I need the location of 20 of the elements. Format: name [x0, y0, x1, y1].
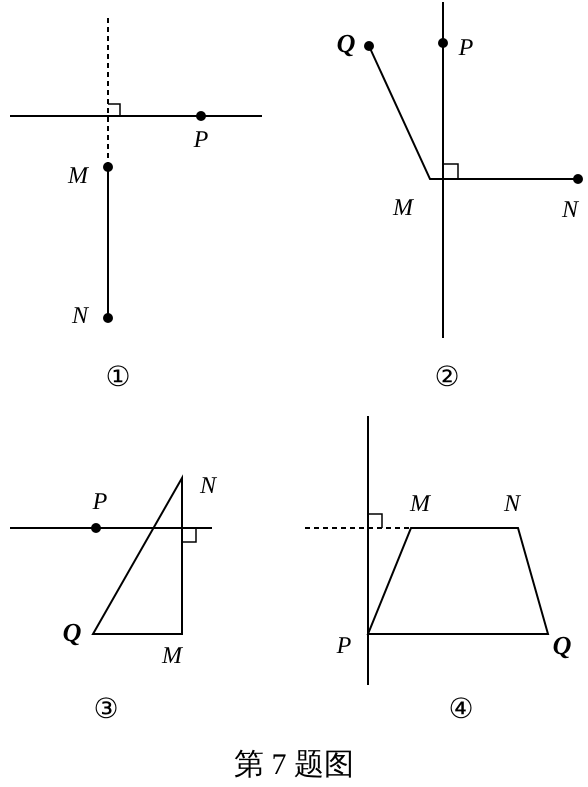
figure-number: ③: [94, 696, 118, 724]
caption: 第 7 题图: [234, 750, 354, 780]
point-label: M: [68, 164, 88, 188]
point-label: N: [200, 474, 216, 498]
point-label: P: [458, 36, 474, 60]
figure-number: ①: [106, 364, 130, 392]
point-label: M: [162, 644, 182, 668]
point-label: N: [72, 304, 88, 328]
point-label: M: [393, 196, 413, 220]
point-label: Q: [552, 633, 572, 659]
figure-number: ④: [448, 696, 474, 724]
point-label: P: [92, 490, 108, 514]
point-label: P: [194, 128, 208, 152]
point-label: N: [562, 198, 578, 222]
point-label: P: [336, 634, 352, 658]
point-label: M: [410, 492, 430, 516]
point-label: Q: [62, 620, 82, 646]
point-label: Q: [336, 31, 356, 57]
figure-number: ②: [434, 364, 460, 392]
point-label: N: [504, 492, 520, 516]
